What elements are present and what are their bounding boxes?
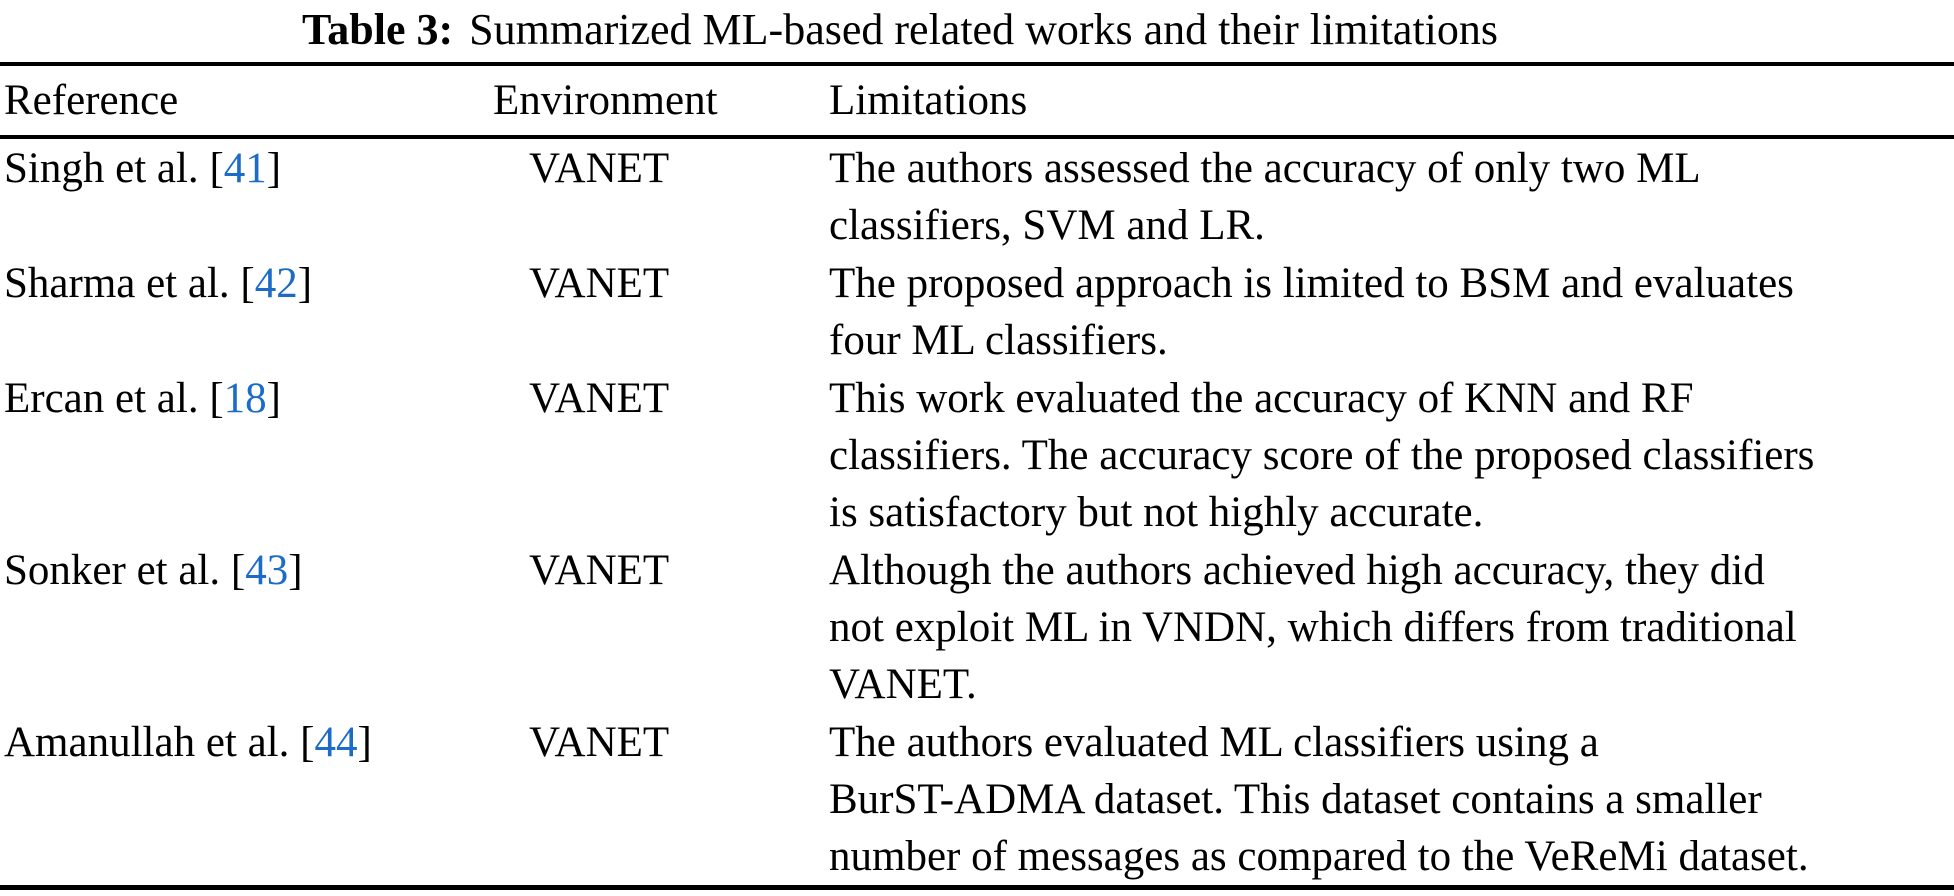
limitations-cell: The authors assessed the accuracy of onl… xyxy=(829,137,1954,254)
citation-bracket-open: [ xyxy=(230,547,246,594)
reference-author: Singh et al. xyxy=(4,145,199,192)
limitation-line: is satisfactory but not highly accurate. xyxy=(829,489,1484,536)
citation-bracket-open: [ xyxy=(300,719,315,766)
reference-cell: Amanullah et al. [44] xyxy=(0,713,493,888)
table-caption: Table 3: Summarized ML-based related work… xyxy=(0,0,1800,62)
limitation-line: classifiers. The accuracy score of the p… xyxy=(829,432,1815,479)
limitation-line: Although the authors achieved high accur… xyxy=(829,547,1765,594)
limitation-line: The proposed approach is limited to BSM … xyxy=(829,260,1794,307)
citation-bracket-close: ] xyxy=(297,260,313,307)
reference-author: Ercan et al. xyxy=(4,375,199,422)
limitation-line: four ML classifiers. xyxy=(829,317,1168,364)
environment-value: VANET xyxy=(529,547,670,594)
citation-bracket-open: [ xyxy=(240,260,255,307)
citation-link[interactable]: 42 xyxy=(254,260,298,307)
related-works-table: Reference Environment Limitations Singh … xyxy=(0,62,1954,890)
environment-cell: VANET xyxy=(493,137,829,254)
table-row: Singh et al. [41] VANET The authors asse… xyxy=(0,137,1954,254)
reference-cell: Singh et al. [41] xyxy=(0,137,493,254)
environment-cell: VANET xyxy=(493,541,829,713)
column-header-reference: Reference xyxy=(0,64,493,139)
citation-bracket-open: [ xyxy=(209,375,224,422)
limitation-line: This work evaluated the accuracy of KNN … xyxy=(829,375,1694,422)
environment-cell: VANET xyxy=(493,369,829,541)
citation-bracket-close: ] xyxy=(266,145,282,192)
reference-author: Sonker et al. xyxy=(4,547,221,594)
limitation-line: BurST-ADMA dataset. This dataset contain… xyxy=(829,776,1762,823)
citation-link[interactable]: 41 xyxy=(223,145,267,192)
citation-link[interactable]: 43 xyxy=(245,547,289,594)
reference-author: Sharma et al. xyxy=(4,260,230,307)
table-row: Amanullah et al. [44] VANET The authors … xyxy=(0,713,1954,888)
environment-cell: VANET xyxy=(493,254,829,369)
limitation-line: The authors assessed the accuracy of onl… xyxy=(829,145,1701,192)
table-caption-label: Table 3: xyxy=(301,5,454,54)
citation-bracket-open: [ xyxy=(209,145,224,192)
limitation-line: number of messages as compared to the Ve… xyxy=(829,833,1809,880)
citation-bracket-close: ] xyxy=(266,375,281,422)
reference-cell: Sonker et al. [43] xyxy=(0,541,493,713)
limitations-cell: Although the authors achieved high accur… xyxy=(829,541,1954,713)
column-header-environment: Environment xyxy=(493,64,829,139)
environment-value: VANET xyxy=(529,719,670,766)
table-row: Sonker et al. [43] VANET Although the au… xyxy=(0,541,1954,713)
limitation-line: The authors evaluated ML classifiers usi… xyxy=(829,719,1599,766)
environment-value: VANET xyxy=(529,145,670,192)
table-caption-text: Summarized ML-based related works and th… xyxy=(469,5,1499,54)
reference-cell: Ercan et al. [18] xyxy=(0,369,493,541)
limitation-line: not exploit ML in VNDN, which differs fr… xyxy=(829,604,1797,651)
environment-cell: VANET xyxy=(493,713,829,888)
citation-link[interactable]: 44 xyxy=(314,719,358,766)
environment-value: VANET xyxy=(529,375,670,422)
citation-link[interactable]: 18 xyxy=(223,375,267,422)
reference-author: Amanullah et al. xyxy=(4,719,290,766)
environment-value: VANET xyxy=(529,260,670,307)
table-row: Ercan et al. [18] VANET This work evalua… xyxy=(0,369,1954,541)
limitation-line: VANET. xyxy=(829,661,977,708)
header-row: Reference Environment Limitations xyxy=(0,64,1954,139)
limitations-cell: This work evaluated the accuracy of KNN … xyxy=(829,369,1954,541)
limitations-cell: The proposed approach is limited to BSM … xyxy=(829,254,1954,369)
citation-bracket-close: ] xyxy=(288,547,303,594)
reference-cell: Sharma et al. [42] xyxy=(0,254,493,369)
citation-bracket-close: ] xyxy=(357,719,372,766)
limitations-cell: The authors evaluated ML classifiers usi… xyxy=(829,713,1954,888)
limitation-line: classifiers, SVM and LR. xyxy=(829,202,1265,249)
table-row: Sharma et al. [42] VANET The proposed ap… xyxy=(0,254,1954,369)
column-header-limitations: Limitations xyxy=(829,64,1954,139)
